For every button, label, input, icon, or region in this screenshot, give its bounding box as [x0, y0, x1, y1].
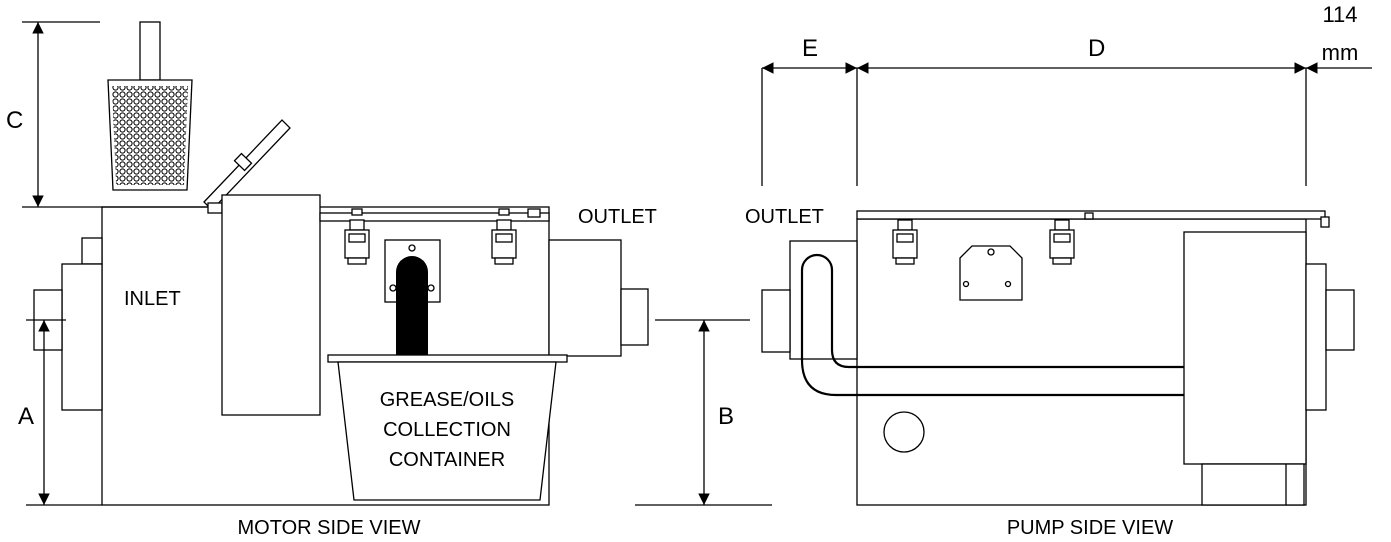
motor-side-view: C A INLET OUTLET GREASE/OILS COLLECTION …	[6, 21, 657, 539]
dimension-d: D	[857, 35, 1306, 74]
pump-latch-right	[1049, 219, 1075, 265]
outlet-label-motor: OUTLET	[578, 206, 657, 228]
dimension-114mm: 114 mm	[1306, 2, 1372, 74]
latch-right	[491, 219, 517, 265]
pump-top-rim	[856, 210, 1330, 228]
dimension-114-unit: mm	[1322, 40, 1359, 65]
motor-side-view-caption: MOTOR SIDE VIEW	[238, 517, 421, 539]
outlet-label-pump: OUTLET	[745, 206, 824, 228]
dimension-114-value: 114	[1322, 2, 1357, 27]
dimension-a	[26, 319, 102, 506]
label-e: E	[802, 35, 818, 62]
motor-outlet	[548, 239, 649, 357]
skimmer-chute	[384, 239, 441, 356]
grease-collection-container	[327, 354, 568, 501]
pump-housing	[1183, 231, 1355, 506]
pump-side-view: E D 114 mm	[745, 2, 1372, 539]
motor-housing	[221, 194, 321, 416]
label-b: B	[718, 403, 734, 430]
drain-port	[883, 411, 925, 453]
discharge-pipe	[800, 253, 1184, 397]
container-label-line3: CONTAINER	[389, 449, 505, 471]
container-label-line1: GREASE/OILS	[380, 389, 515, 411]
latch-left	[344, 219, 370, 265]
pump-mounting-plate	[959, 245, 1023, 301]
dimension-b: B	[635, 319, 772, 506]
label-c: C	[6, 107, 23, 134]
pump-latch-left	[892, 219, 918, 265]
motor-top-rim	[319, 208, 550, 222]
inlet-label: INLET	[124, 288, 181, 310]
pump-outlet	[761, 240, 858, 360]
label-a: A	[18, 403, 34, 430]
label-d: D	[1088, 35, 1105, 62]
strainer-basket	[107, 21, 193, 191]
container-label-line2: COLLECTION	[383, 419, 511, 441]
pump-side-view-caption: PUMP SIDE VIEW	[1007, 517, 1173, 539]
dimension-e: E	[762, 35, 857, 74]
hinged-lid	[203, 119, 291, 214]
